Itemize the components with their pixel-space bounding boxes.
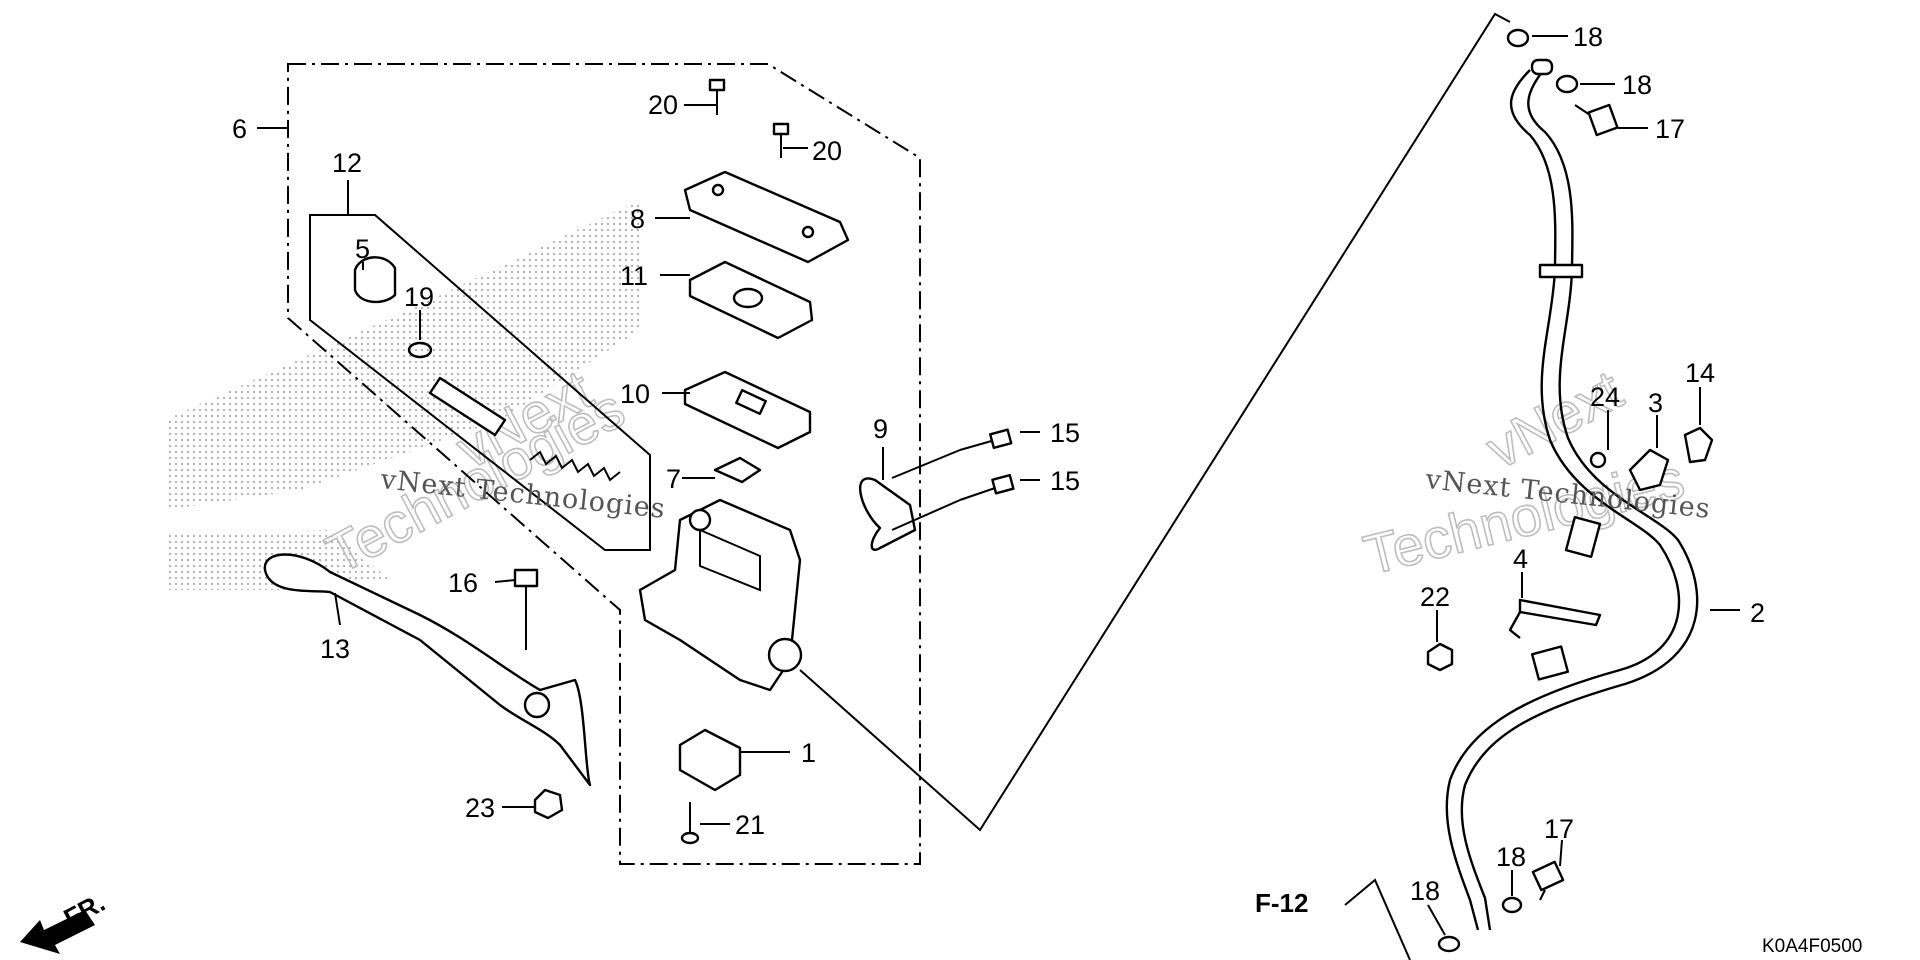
callout-23: 23 [465,793,495,823]
brake-lever [263,553,592,787]
float-clip [713,456,762,484]
callout-15b: 15 [1050,466,1080,496]
front-direction-arrow: FR. [20,887,110,954]
assembly-box-outline [287,63,921,865]
hose-clamp [1628,448,1670,492]
callout-24: 24 [1590,382,1620,412]
pivot-bolt [513,568,539,650]
callout-20a: 20 [648,90,678,120]
dust-boot [353,256,397,304]
callout-19: 19 [404,282,434,312]
reservoir-cap [683,170,850,264]
callout-10: 10 [620,379,650,409]
master-cylinder-body [638,498,802,692]
callout-2: 2 [1750,598,1765,628]
callout-12: 12 [332,148,362,178]
oil-bolt-17b [1531,860,1565,901]
circlip [407,341,433,359]
bracket-nut [1426,642,1454,672]
oil-bolt-17a [1574,103,1619,137]
screw-21 [680,802,700,845]
callout-21: 21 [735,810,765,840]
callout-11: 11 [620,261,648,291]
section-reference[interactable]: F-12 [1255,888,1308,918]
screw-20a [708,78,726,115]
callout-1: 1 [801,738,816,768]
piston [428,376,507,437]
callout-4: 4 [1513,544,1528,574]
callout-14: 14 [1685,358,1715,388]
lever-nut [533,788,564,820]
bolt-15a [959,428,1013,451]
piston-kit-bracket [309,214,651,551]
leader-lines [257,35,1740,960]
callout-22: 22 [1420,582,1450,612]
sealing-washer-18d [1501,896,1523,914]
sealing-washer-18a [1506,28,1530,48]
diagram-code: K0A4F0500 [1762,936,1862,957]
callout-20b: 20 [812,136,842,166]
callout-6: 6 [232,114,247,144]
callout-9: 9 [873,414,888,444]
callout-18b: 18 [1622,70,1652,100]
callout-17a: 17 [1655,114,1685,144]
holder [859,477,917,551]
callout-18a: 18 [1573,22,1603,52]
hose-guide [1683,426,1714,464]
front-stop-switch [678,728,742,792]
callout-17b: 17 [1544,814,1574,844]
bolt-15b [959,473,1015,501]
callout-18d: 18 [1496,842,1526,872]
diaphragm [683,370,812,450]
callout-5: 5 [355,234,370,264]
sealing-washer-18b [1555,74,1579,94]
hose-bracket [1518,598,1602,627]
callout-16: 16 [448,568,478,598]
callout-labels: 1 2 3 4 5 6 7 8 9 10 11 12 13 14 15 15 1… [232,22,1765,906]
callout-18c: 18 [1410,876,1440,906]
bolt-24 [1589,451,1607,469]
callout-15a: 15 [1050,418,1080,448]
callout-13: 13 [320,634,350,664]
hose-connection-line [799,12,1511,832]
brake-hose [1445,69,1681,931]
callout-3: 3 [1648,388,1663,418]
piston-spring [529,450,621,482]
callout-7: 7 [666,464,681,494]
sealing-washer-18c [1437,935,1461,953]
screw-20b [772,122,790,158]
callout-8: 8 [630,204,645,234]
